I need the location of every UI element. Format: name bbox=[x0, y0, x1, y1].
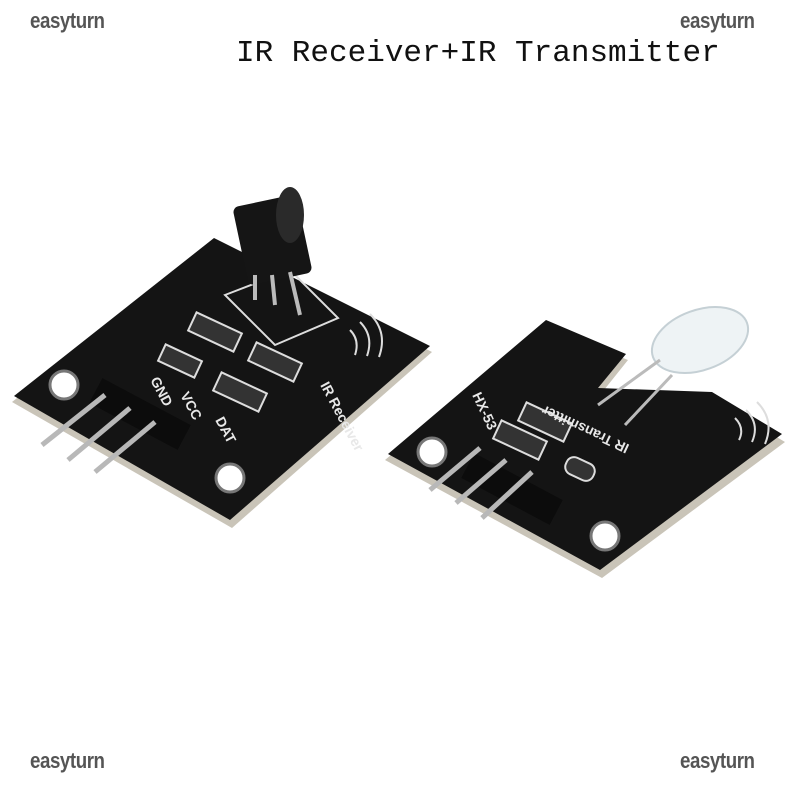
product-title: IR Receiver+IR Transmitter bbox=[236, 36, 720, 71]
watermark-bottom-left: easyturn bbox=[30, 748, 105, 773]
watermark-top-right: easyturn bbox=[680, 8, 755, 33]
watermark-top-left: easyturn bbox=[30, 8, 105, 33]
ir-transmitter-board: IR Transmitter HX-53 bbox=[385, 306, 785, 578]
ir-led-icon bbox=[650, 306, 750, 374]
pin-header bbox=[89, 378, 191, 450]
ir-receiver-board: IR Receiver DAT VCC GND bbox=[12, 187, 432, 528]
watermark-bottom-right: easyturn bbox=[680, 748, 755, 773]
